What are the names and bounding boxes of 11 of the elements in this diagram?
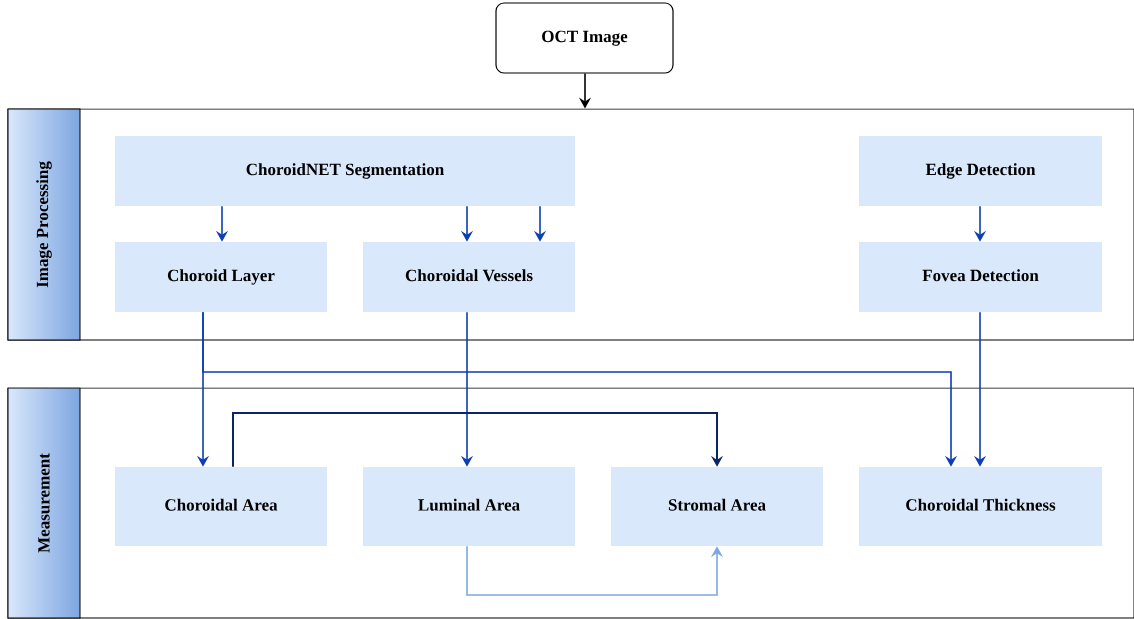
process-box: Edge Detection (859, 136, 1102, 206)
process-box: Choroidal Vessels (363, 242, 575, 312)
process-box: Choroidal Area (115, 467, 327, 546)
process-box: Choroid Layer (115, 242, 327, 312)
process-box: Fovea Detection (859, 242, 1102, 312)
process-box: Stromal Area (611, 467, 823, 546)
process-box: ChoroidNET Segmentation (115, 136, 575, 206)
process-box: Luminal Area (363, 467, 575, 546)
process-box: Choroidal Thickness (859, 467, 1102, 546)
arrow (232, 412, 724, 468)
start-box: OCT Image (495, 2, 674, 74)
